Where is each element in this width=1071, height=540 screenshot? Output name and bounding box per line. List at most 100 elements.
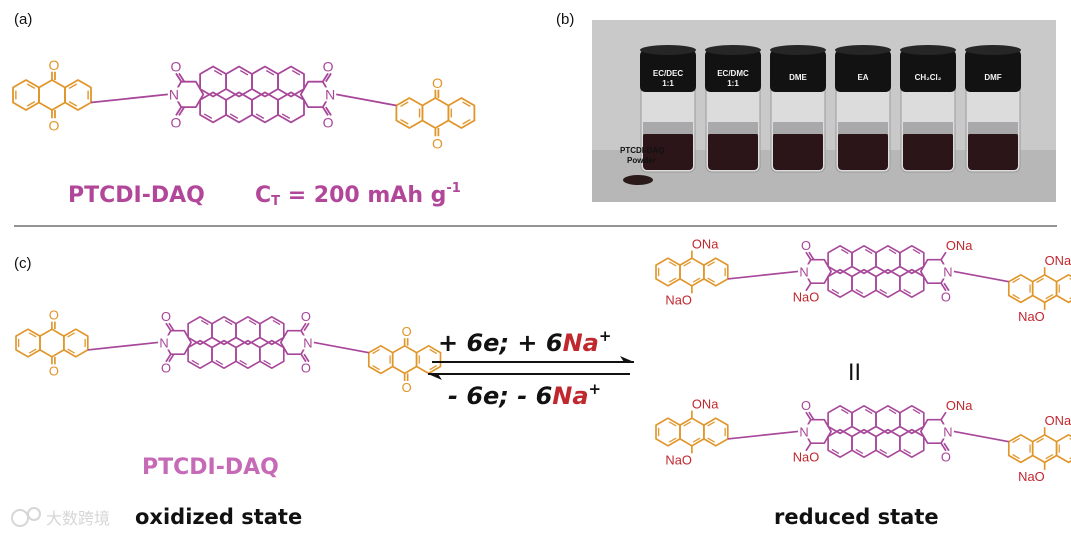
double-bond (429, 365, 438, 371)
oxygen-atom: ONa (692, 237, 719, 252)
watermark: 大数跨境 (11, 507, 110, 528)
double-bond (888, 408, 897, 415)
reverse-charge: + (589, 380, 602, 398)
double-bond (1036, 277, 1044, 284)
double-bond (879, 448, 888, 455)
double-bond (668, 261, 677, 267)
double-bond (462, 101, 471, 108)
oxygen-atom: NaO (1018, 309, 1044, 324)
vial-label: DMF (984, 73, 1001, 82)
double-bond (28, 332, 37, 338)
capacity-exponent: -1 (446, 181, 460, 196)
double-bond (683, 421, 692, 427)
double-bond (1012, 277, 1020, 284)
vial-label: 1:1 (727, 79, 739, 88)
double-bond (692, 277, 701, 283)
imide-ring (299, 80, 332, 108)
anthra-ring (15, 328, 41, 358)
double-bond (840, 248, 849, 255)
n-aryl-bond (727, 270, 799, 280)
oxygen-atom: O (941, 290, 951, 305)
nitrogen-bg (158, 335, 171, 350)
panel-label-b: (b) (556, 11, 574, 28)
n-aryl-bond (953, 430, 1009, 443)
forward-reaction-label: + 6e; + 6Na+ (438, 327, 611, 357)
oxygen-atom: ONa (946, 398, 973, 413)
double-bond (879, 288, 888, 295)
oxygen-atom: O (171, 114, 182, 130)
vial-meniscus (968, 122, 1018, 134)
double-bond (213, 69, 223, 76)
watermark-logo-icon (11, 509, 29, 527)
double-bond (215, 359, 224, 366)
double-bond (668, 437, 677, 443)
anthra-ring (12, 79, 40, 111)
carbonyl-bond (805, 411, 812, 421)
double-bond (1036, 437, 1044, 444)
anthra-ring (421, 97, 450, 129)
double-bond (707, 421, 715, 427)
double-bond (903, 448, 911, 455)
nitrogen-bg (167, 87, 180, 102)
capacity-symbol: C (255, 183, 271, 208)
core-ring (277, 65, 305, 98)
carbonyl-bond (175, 72, 182, 83)
double-bond (265, 69, 275, 76)
n-aryl-bond (90, 93, 168, 104)
forward-arrowhead (620, 356, 634, 362)
oxygen-atom: ONa (692, 397, 719, 412)
double-bond (855, 448, 864, 455)
anthra-ring (679, 257, 705, 287)
vial-liquid (708, 132, 758, 170)
oxygen-atom: O (49, 117, 60, 133)
vial-meniscus (838, 122, 888, 134)
oxygen-atom: NaO (793, 290, 819, 305)
n-aryl-bond (313, 341, 369, 354)
carbonyl-bond (805, 442, 812, 452)
double-bond (831, 448, 840, 455)
nitrogen-bg (941, 424, 954, 439)
core-ring (259, 315, 285, 346)
anthra-ring (1007, 273, 1034, 304)
double-bond (888, 248, 897, 255)
double-bond (400, 118, 409, 125)
vial-cap (770, 50, 826, 92)
nitrogen-bg (798, 264, 811, 279)
vial-cap (640, 50, 696, 92)
double-bond (707, 261, 715, 267)
vial-cap-top (770, 45, 826, 55)
double-bond (255, 113, 265, 119)
carbonyl-bond (805, 251, 812, 261)
double-bond (272, 319, 281, 326)
double-bond (239, 359, 248, 366)
carbonyl-bond (300, 353, 307, 363)
anthra-ring (395, 97, 424, 129)
double-bond (912, 408, 921, 415)
carbonyl-bond (943, 442, 950, 452)
oxygen-atom: O (801, 238, 811, 253)
watermark-logo-icon-2 (27, 507, 41, 521)
double-bond (67, 332, 75, 338)
carbonyl-bond (805, 282, 812, 292)
double-bond (372, 365, 380, 371)
compound-name-top: PTCDI-DAQ (68, 183, 205, 208)
carbonyl-bond (325, 106, 332, 116)
vial-meniscus (773, 122, 823, 134)
oxygen-atom: O (402, 324, 412, 339)
anthra-ring (415, 344, 442, 375)
reduced-state-label: reduced state (774, 505, 939, 529)
n-aryl-bond (87, 341, 159, 351)
vial: CH₂Cl₂ (900, 45, 956, 173)
double-bond (400, 101, 409, 108)
double-bond (1045, 454, 1054, 460)
nitrogen-atom: N (799, 264, 808, 279)
double-bond (68, 100, 78, 107)
oxygen-atom: O (323, 114, 334, 130)
carbonyl-bond (300, 322, 307, 332)
oxygen-atom: NaO (793, 450, 819, 465)
double-bond (281, 113, 291, 119)
watermark-text: 大数跨境 (46, 509, 110, 528)
double-bond (28, 348, 37, 354)
